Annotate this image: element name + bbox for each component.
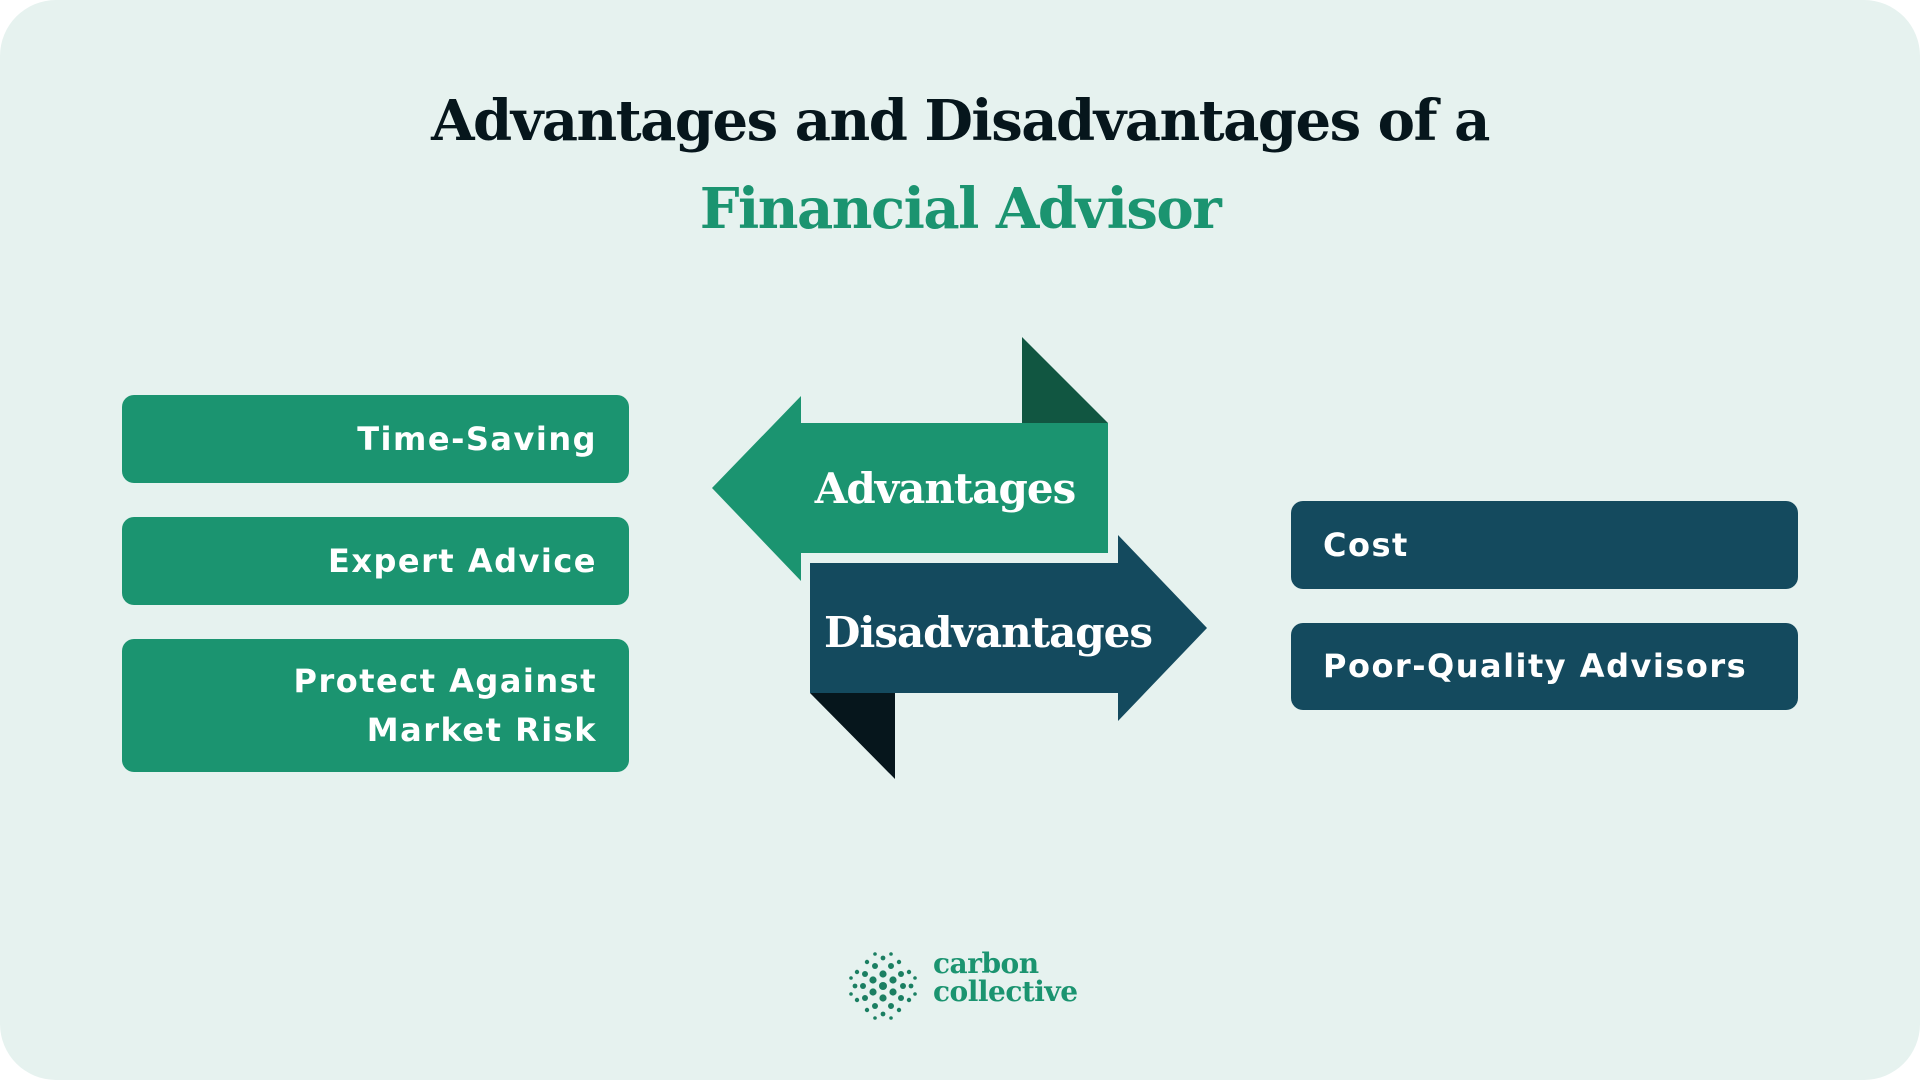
title-line-1: Advantages and Disadvantages of a xyxy=(431,88,1490,154)
disadvantages-flap-shape xyxy=(810,693,895,779)
advantages-flap-shape xyxy=(1022,337,1108,423)
disadvantages-arrow-right-icon xyxy=(810,535,1207,721)
carbon-collective-logo-icon xyxy=(849,952,917,1020)
advantages-arrow-left-icon xyxy=(712,396,1108,581)
title-line-2: Financial Advisor xyxy=(699,176,1222,242)
disadvantage-item-poor-quality: Poor-Quality Advisors xyxy=(1291,623,1798,710)
advantage-item-expert-advice: Expert Advice xyxy=(122,517,629,605)
advantage-item-market-risk: Protect Against Market Risk xyxy=(122,639,629,772)
brand-name: carbon collective xyxy=(933,950,1078,1006)
disadvantage-item-cost: Cost xyxy=(1291,501,1798,589)
disadvantage-label: Poor-Quality Advisors xyxy=(1323,647,1748,685)
brand-line-2: collective xyxy=(933,975,1078,1008)
disadvantage-label: Cost xyxy=(1323,525,1409,564)
advantages-label: Advantages xyxy=(814,464,1075,513)
advantage-label: Expert Advice xyxy=(328,541,597,580)
brand-line-1: carbon xyxy=(933,947,1039,980)
advantage-item-time-saving: Time-Saving xyxy=(122,395,629,483)
advantage-label: Time-Saving xyxy=(357,419,597,458)
disadvantages-label: Disadvantages xyxy=(824,608,1152,657)
advantage-label: Protect Against Market Risk xyxy=(293,661,597,749)
